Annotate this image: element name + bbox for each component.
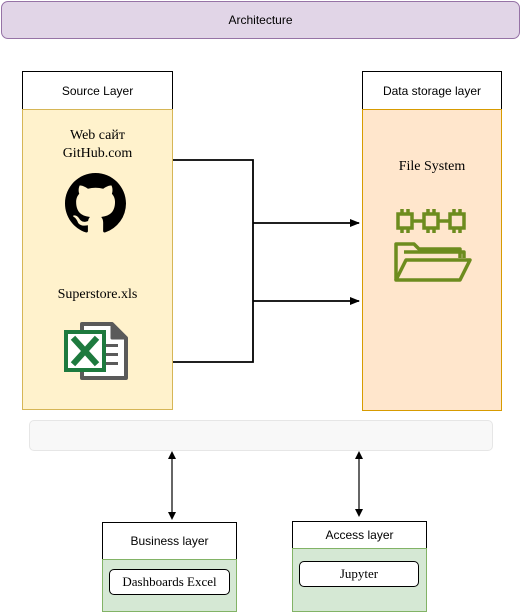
excel-file-icon xyxy=(64,320,128,382)
dashboards-excel-item: Dashboards Excel xyxy=(109,569,230,595)
source-to-storage-connector xyxy=(173,159,360,363)
access-bidirectional-arrow xyxy=(355,451,363,517)
integration-bar xyxy=(29,420,493,451)
file-system-folder-icon xyxy=(392,208,472,286)
superstore-file-label: Superstore.xls xyxy=(57,287,138,302)
business-layer-header: Business layer xyxy=(102,522,237,560)
business-bidirectional-arrow xyxy=(168,451,176,520)
web-source-label: Web сайт GitHub.com xyxy=(22,127,173,163)
file-system-label: File System xyxy=(398,159,466,174)
architecture-title: Architecture xyxy=(1,1,520,39)
jupyter-item: Jupyter xyxy=(299,561,419,587)
web-label-line2: GitHub.com xyxy=(62,146,133,161)
github-icon xyxy=(65,173,126,234)
web-label-line1: Web сайт xyxy=(69,128,125,143)
storage-layer-header: Data storage layer xyxy=(362,71,502,110)
access-layer-header: Access layer xyxy=(292,521,427,549)
